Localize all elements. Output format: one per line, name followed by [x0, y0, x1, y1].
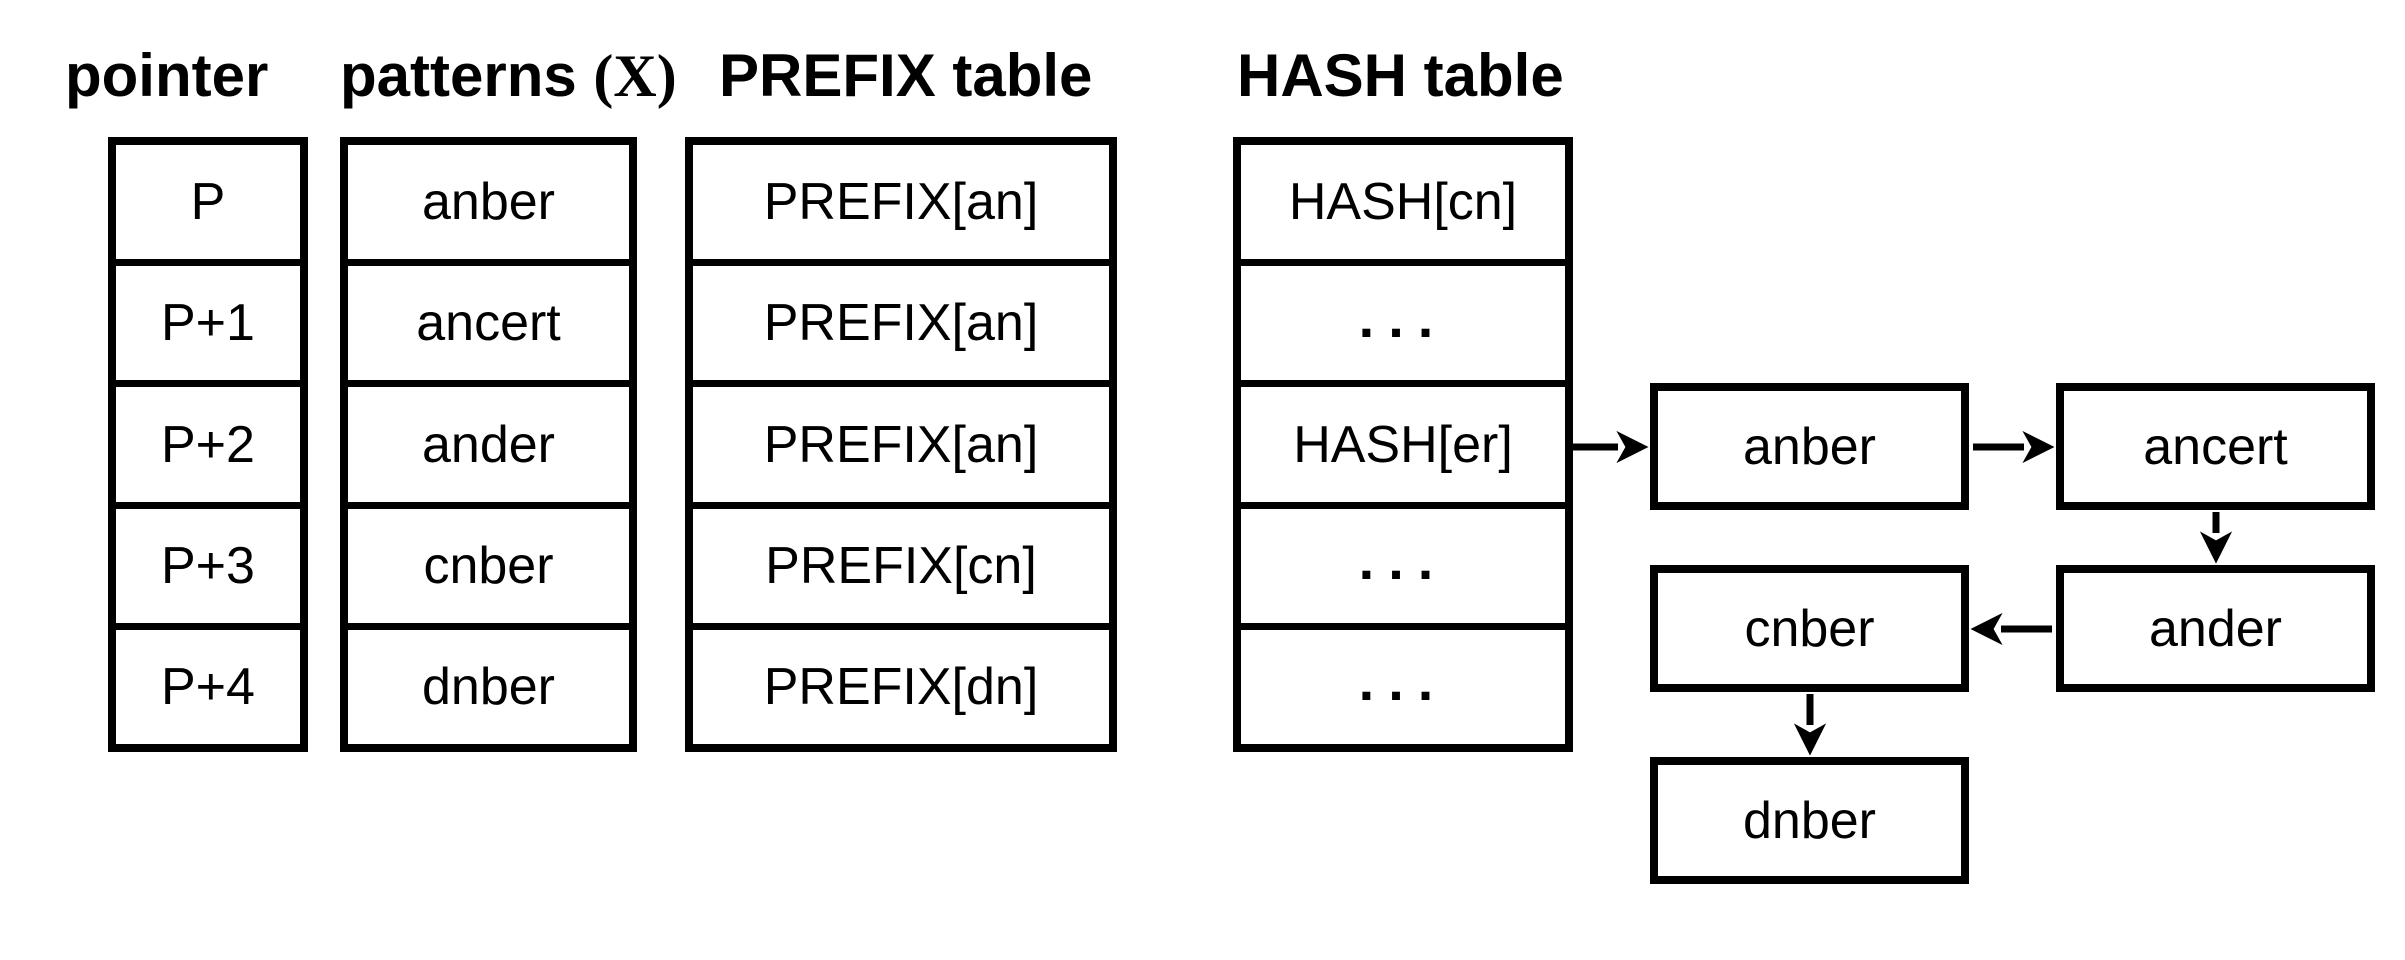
linked-node-anber: anber — [1650, 383, 1969, 510]
pointer-table-cell: P+4 — [116, 622, 300, 744]
prefix-title-text: PREFIX table — [719, 42, 1093, 109]
linked-node-dnber: dnber — [1650, 757, 1969, 884]
ellipsis-text: ... — [1358, 649, 1448, 713]
hash-table: HASH[cn] ... HASH[er] ... ... — [1233, 137, 1573, 752]
patterns-table-cell: ander — [348, 380, 629, 501]
prefix-table-cell: PREFIX[cn] — [693, 501, 1109, 623]
patterns-table-cell: cnber — [348, 501, 629, 623]
prefix-table-cell: PREFIX[dn] — [693, 622, 1109, 744]
pointer-table-cell: P+2 — [116, 380, 300, 501]
linked-node-cnber: cnber — [1650, 565, 1969, 692]
patterns-table: anber ancert ander cnber dnber — [340, 137, 637, 752]
prefix-table-title: PREFIX table — [719, 40, 1092, 112]
patterns-column-title: patterns (X) — [340, 40, 677, 112]
hash-table-cell-ellipsis: ... — [1241, 622, 1565, 744]
patterns-variable-x: (X) — [593, 43, 677, 109]
hash-table-title: HASH table — [1237, 40, 1564, 112]
patterns-table-cell: dnber — [348, 622, 629, 744]
pointer-table: P P+1 P+2 P+3 P+4 — [108, 137, 308, 752]
prefix-table-cell: PREFIX[an] — [693, 380, 1109, 501]
prefix-table-cell: PREFIX[an] — [763, 173, 1039, 232]
linked-node-ander: ander — [2056, 565, 2375, 692]
hash-title-text: HASH table — [1237, 42, 1564, 109]
hash-table-cell-ellipsis: ... — [1241, 259, 1565, 380]
pointer-title-text: pointer — [65, 42, 269, 109]
pointer-table-cell: P — [190, 173, 226, 232]
prefix-table-cell: PREFIX[an] — [693, 259, 1109, 380]
hash-table-cell: HASH[cn] — [1288, 173, 1518, 232]
pointer-table-cell: P+3 — [116, 501, 300, 623]
patterns-title-text: patterns — [340, 42, 577, 109]
hash-table-cell-ellipsis: ... — [1241, 501, 1565, 623]
hash-table-cell: HASH[er] — [1241, 380, 1565, 501]
ellipsis-text: ... — [1358, 285, 1448, 349]
ellipsis-text: ... — [1358, 528, 1448, 592]
linked-node-ancert: ancert — [2056, 383, 2375, 510]
pointer-table-cell: P+1 — [116, 259, 300, 380]
patterns-table-cell: ancert — [348, 259, 629, 380]
patterns-table-cell: anber — [422, 173, 555, 232]
prefix-table: PREFIX[an] PREFIX[an] PREFIX[an] PREFIX[… — [685, 137, 1117, 752]
pointer-column-title: pointer — [65, 40, 268, 112]
